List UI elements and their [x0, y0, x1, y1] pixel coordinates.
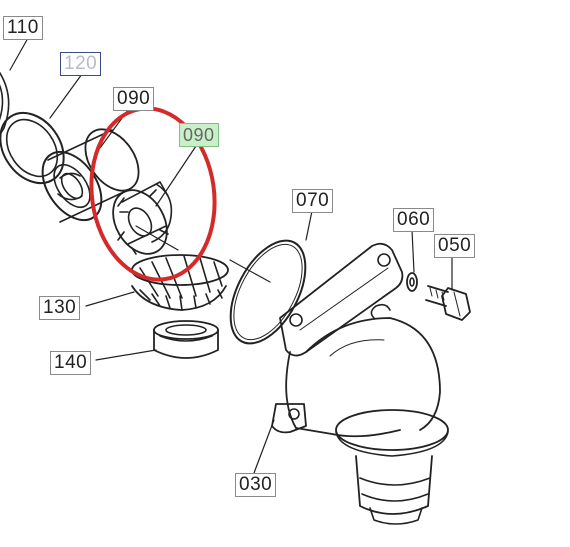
callout-060: 060	[393, 208, 435, 232]
part-120-seal-ring	[0, 111, 65, 185]
callout-110: 110	[3, 16, 43, 40]
callout-050: 050	[434, 234, 476, 258]
part-030-gear-housing	[271, 242, 449, 525]
callout-140: 140	[50, 351, 92, 375]
part-050-bolt	[425, 285, 471, 321]
part-090-bevel-gear-small	[112, 181, 179, 255]
callout-130: 130	[39, 296, 81, 320]
part-130-bevel-gear-large	[131, 254, 271, 311]
callout-120: 120	[60, 52, 102, 76]
part-110-ring	[0, 71, 10, 136]
part-070-o-ring	[229, 239, 307, 345]
callout-090: 090	[113, 87, 155, 111]
leader-lines	[9, 37, 453, 474]
part-140-bearing	[153, 320, 219, 359]
callout-030: 030	[235, 473, 277, 497]
callout-090-highlighted: 090	[179, 123, 219, 147]
part-060-washer	[406, 272, 418, 292]
callout-070: 070	[292, 189, 334, 213]
